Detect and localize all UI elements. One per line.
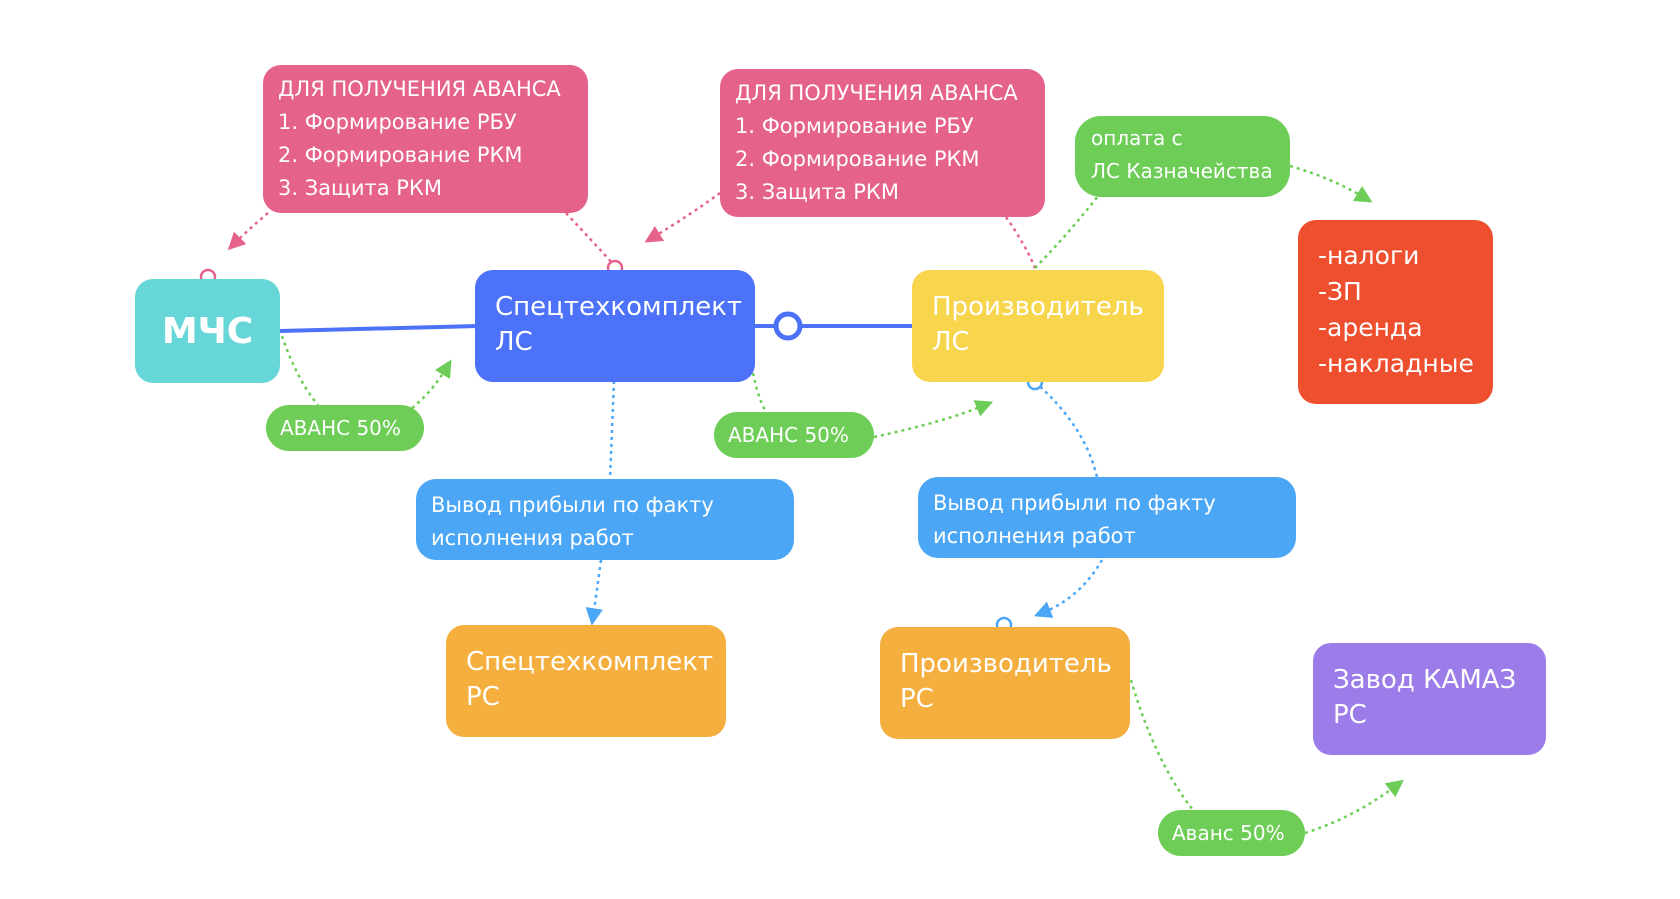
node-mchs[interactable]: МЧС <box>135 279 280 383</box>
link-proizv-to-profit-right <box>1034 381 1099 478</box>
profit-left-line1: Вывод прибыли по факту <box>431 493 714 517</box>
node-profit-withdrawal-left[interactable]: Вывод прибыли по факту исполнения работ <box>416 479 794 560</box>
pill-advance-center[interactable]: АВАНС 50% <box>714 412 874 458</box>
node-mchs-label: МЧС <box>161 310 254 352</box>
arrow-profit-left-to-stk-rs <box>585 559 603 626</box>
node-kamaz-rs[interactable]: Завод КАМАЗ РС <box>1313 643 1546 755</box>
arrow-advance-center-to-proizv <box>873 400 994 439</box>
note-advance-requirements-left[interactable]: ДЛЯ ПОЛУЧЕНИЯ АВАНСА 1. Формирование РБУ… <box>263 65 588 213</box>
node-spectechkomplekt-ls[interactable]: Спецтехкомплект ЛС <box>475 270 755 382</box>
profit-right-line2: исполнения работ <box>933 524 1136 548</box>
pill-advance-center-label: АВАНС 50% <box>728 422 849 447</box>
arrow-advance-left-to-stk <box>411 359 452 409</box>
node-spectechkomplekt-rs-line1: Спецтехкомплект <box>466 647 714 677</box>
node-spectechkomplekt-ls-line2: ЛС <box>495 327 533 357</box>
node-proizvoditel-rs-line1: Производитель <box>900 649 1112 679</box>
link-mchs-stk <box>279 324 479 333</box>
link-mchs-to-advance-left <box>280 335 319 406</box>
note-left-item-2: 2. Формирование РКМ <box>278 143 523 167</box>
link-proizv-rs-to-advance-bottom <box>1129 679 1194 811</box>
node-payment-line1: оплата с <box>1091 126 1183 150</box>
pill-advance-bottom[interactable]: Аванс 50% <box>1158 810 1305 856</box>
node-proizvoditel-rs-line2: РС <box>900 684 934 714</box>
link-note-left-to-stk <box>565 212 616 267</box>
note-center-title: ДЛЯ ПОЛУЧЕНИЯ АВАНСА <box>735 81 1018 105</box>
arrow-profit-right-to-proizv-rs <box>1033 559 1104 618</box>
node-spectechkomplekt-rs[interactable]: Спецтехкомплект РС <box>446 625 726 737</box>
link-stk-to-profit-left <box>608 380 616 480</box>
pill-advance-bottom-label: Аванс 50% <box>1172 820 1285 845</box>
link-proizv-to-payment <box>1034 195 1099 269</box>
node-kamaz-rs-line2: РС <box>1333 700 1367 730</box>
link-stk-to-advance-center <box>751 372 768 413</box>
expense-taxes: -налоги <box>1318 241 1420 270</box>
note-left-title: ДЛЯ ПОЛУЧЕНИЯ АВАНСА <box>278 77 561 101</box>
link-note-center-to-proizv <box>1004 216 1037 269</box>
expense-salary: -ЗП <box>1318 277 1362 306</box>
node-kamaz-rs-line1: Завод КАМАЗ <box>1333 665 1517 695</box>
expense-overheads: -накладные <box>1318 349 1474 378</box>
expense-rent: -аренда <box>1318 313 1423 342</box>
node-spectechkomplekt-rs-line2: РС <box>466 682 500 712</box>
link-junction <box>773 311 803 341</box>
node-payment-treasury[interactable]: оплата с ЛС Казначейства <box>1075 116 1290 197</box>
node-proizvoditel-ls[interactable]: Производитель ЛС <box>912 270 1164 382</box>
arrow-note-left-to-mchs <box>227 212 269 251</box>
profit-right-line1: Вывод прибыли по факту <box>933 491 1216 515</box>
arrow-note-center-to-stk <box>644 191 721 243</box>
arrow-advance-bottom-to-kamaz <box>1304 779 1404 835</box>
node-proizvoditel-ls-line2: ЛС <box>932 327 970 357</box>
note-left-item-1: 1. Формирование РБУ <box>278 110 517 134</box>
node-spectechkomplekt-ls-line1: Спецтехкомплект <box>495 292 743 322</box>
pill-advance-left[interactable]: АВАНС 50% <box>266 405 424 451</box>
note-left-item-3: 3. Защита РКМ <box>278 176 442 200</box>
node-payment-line2: ЛС Казначейства <box>1091 159 1273 183</box>
note-center-item-2: 2. Формирование РКМ <box>735 147 980 171</box>
profit-left-line2: исполнения работ <box>431 526 634 550</box>
node-expenses[interactable]: -налоги -ЗП -аренда -накладные <box>1298 220 1493 404</box>
node-proizvoditel-ls-line1: Производитель <box>932 292 1144 322</box>
note-center-item-1: 1. Формирование РБУ <box>735 114 974 138</box>
note-center-item-3: 3. Защита РКМ <box>735 180 899 204</box>
arrow-payment-to-expenses <box>1289 164 1373 203</box>
pill-advance-left-label: АВАНС 50% <box>280 415 401 440</box>
node-profit-withdrawal-right[interactable]: Вывод прибыли по факту исполнения работ <box>918 477 1296 558</box>
node-proizvoditel-rs[interactable]: Производитель РС <box>880 627 1130 739</box>
note-advance-requirements-center[interactable]: ДЛЯ ПОЛУЧЕНИЯ АВАНСА 1. Формирование РБУ… <box>720 69 1045 217</box>
